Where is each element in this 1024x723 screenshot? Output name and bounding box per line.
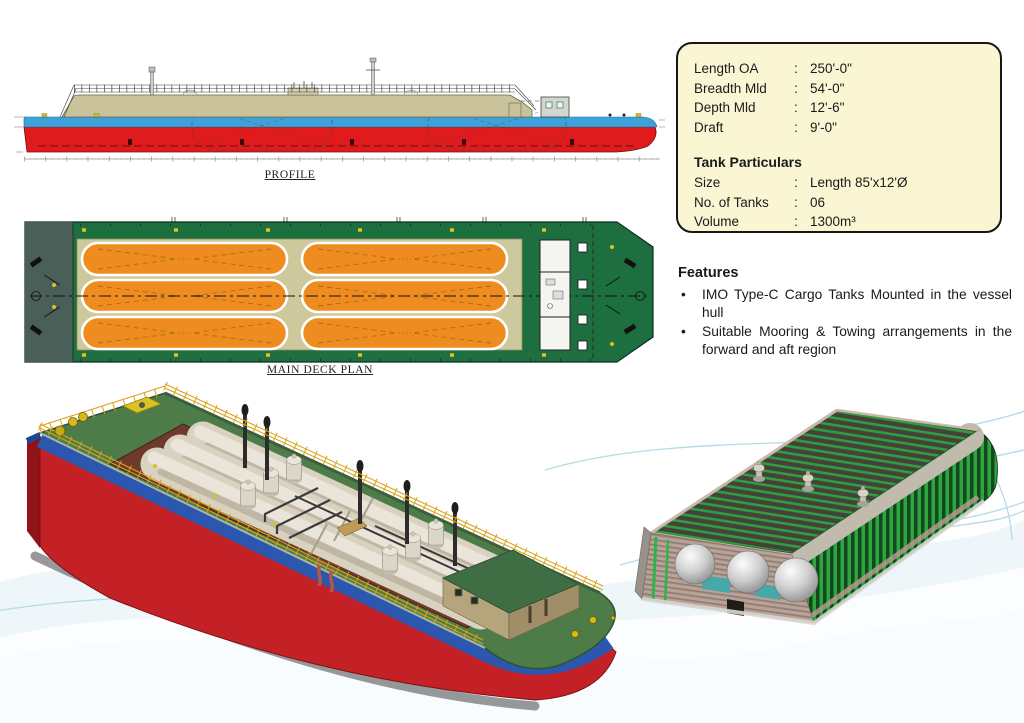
profile-deckhouse: [540, 96, 570, 118]
profile-vent-masts: [148, 57, 380, 96]
structure-side-framing: [791, 429, 998, 624]
spec-value: 9'-0": [810, 119, 837, 135]
bullet-icon: •: [681, 324, 686, 340]
spec-value: 12'-6": [810, 100, 845, 115]
feature-item: • Suitable Mooring & Towing arrangements…: [678, 323, 1012, 358]
spec-row: Volume : 1300m³: [694, 212, 984, 232]
deck-plan-aft-mooring: [29, 256, 61, 336]
spec-label: No. of Tanks: [694, 194, 769, 210]
barge-3d-render: [25, 381, 617, 711]
deck-plan-bow-house: [539, 225, 637, 359]
render-deckhouse: [442, 549, 580, 641]
spec-row: Size : Length 85'x12'Ø: [694, 173, 984, 193]
spec-row: Depth Mld : 12'-6": [694, 98, 984, 118]
spec-box: Length OA : 250'-0" Breadth Mld : 54'-0"…: [676, 42, 1002, 233]
features-section: Features • IMO Type-C Cargo Tanks Mounte…: [678, 264, 1012, 360]
profile-caption: PROFILE: [264, 169, 316, 181]
profile-tank-trunk: [61, 81, 533, 118]
spec-row: Breadth Mld : 54'-0": [694, 79, 984, 99]
profile-deck-fittings: [41, 113, 642, 118]
profile-hull: [23, 116, 658, 153]
spec-value: 1300m³: [810, 214, 856, 229]
hull-structure-render: [634, 408, 998, 626]
tank-particulars-heading: Tank Particulars: [694, 154, 802, 170]
render-bow-fittings: [571, 615, 616, 638]
deck-plan-fittings: [52, 223, 615, 362]
profile-drawing: [14, 57, 665, 162]
render-railings: [38, 381, 605, 647]
bullet-icon: •: [681, 287, 686, 302]
spec-label: Breadth Mld: [694, 80, 767, 96]
feature-text: IMO Type-C Cargo Tanks Mounted in the ve…: [702, 287, 1012, 320]
spec-label: Size: [694, 175, 721, 190]
deck-plan-caption: MAIN DECK PLAN: [266, 364, 374, 376]
feature-text: Suitable Mooring & Towing arrangements i…: [702, 324, 1012, 357]
features-heading: Features: [678, 265, 739, 281]
structure-bilge-strake: [808, 494, 980, 620]
spec-label: Volume: [694, 214, 740, 229]
spec-row: No. of Tanks : 06: [694, 193, 984, 213]
spec-label: Depth Mld: [694, 100, 756, 115]
spec-label: Draft: [694, 119, 724, 135]
render-aft-fittings: [54, 396, 277, 526]
spec-value: 06: [810, 194, 826, 210]
profile-railing: [59, 84, 537, 118]
main-deck-plan-drawing: [24, 217, 654, 363]
structure-tank-heads: [674, 543, 819, 603]
feature-item: • IMO Type-C Cargo Tanks Mounted in the …: [678, 286, 1012, 321]
spec-row: Length OA : 250'-0": [694, 59, 984, 79]
deck-plan-section-marks: [171, 217, 587, 223]
spec-value: Length 85'x12'Ø: [810, 175, 908, 190]
spec-value: 250'-0": [810, 61, 852, 76]
spec-row: Draft : 9'-0": [694, 118, 984, 138]
spec-label: Length OA: [694, 61, 759, 76]
spec-value: 54'-0": [810, 80, 845, 96]
profile-dimension-marks: [14, 116, 665, 162]
